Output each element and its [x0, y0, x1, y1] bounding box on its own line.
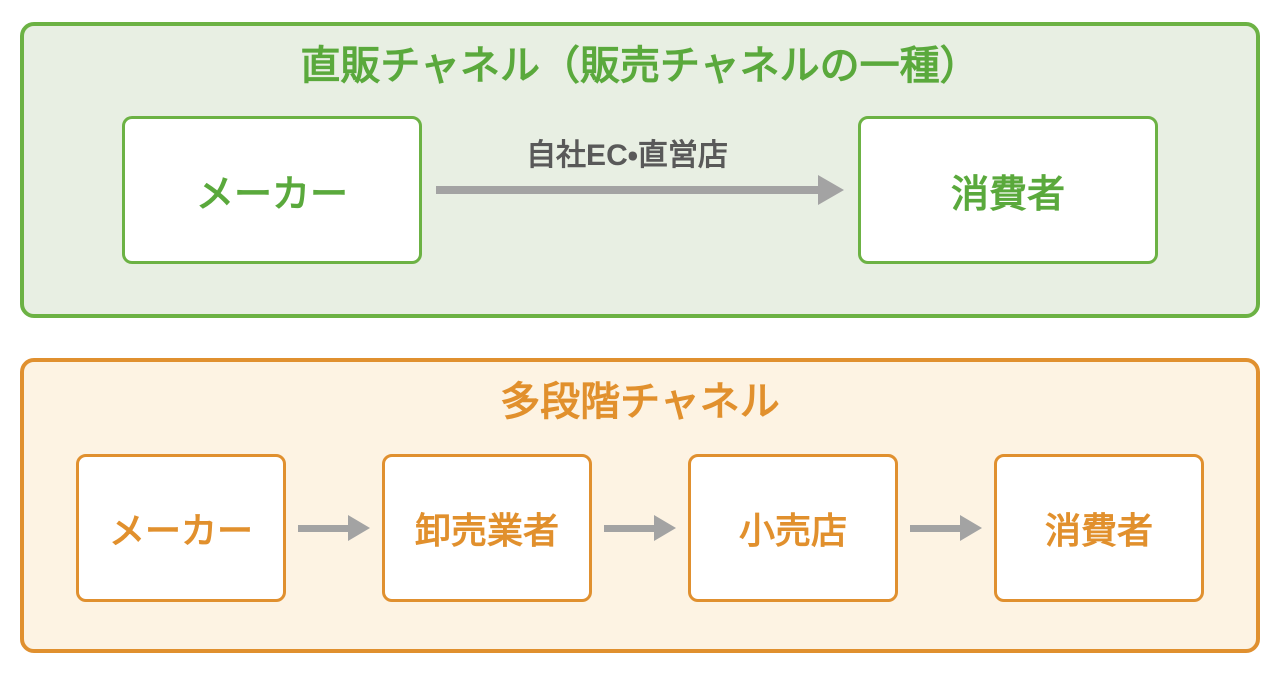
arrow-manufacturer-to-consumer: 自社EC・直営店 [436, 116, 844, 264]
node-manufacturer: メーカー [122, 116, 422, 264]
arrow-head-icon [654, 515, 676, 541]
arrow-shaft [298, 524, 348, 532]
node-wholesaler: 卸売業者 [382, 454, 592, 602]
multi-stage-channel-title: 多段階チャネル [500, 380, 780, 424]
arrow-retailer-to-consumer [910, 454, 982, 602]
direct-sales-flow: メーカー 自社EC・直営店 消費者 [24, 116, 1256, 264]
node-retailer: 小売店 [688, 454, 898, 602]
arrow-label-own-ec-direct-store: 自社EC・直営店 [526, 139, 728, 172]
direct-sales-channel-title: 直販チャネル（販売チャネルの一種） [300, 44, 980, 88]
arrow-wholesaler-to-retailer [604, 454, 676, 602]
arrow-head-icon [818, 175, 844, 205]
arrow-shaft [910, 524, 960, 532]
arrow-manufacturer-to-wholesaler [298, 454, 370, 602]
arrow-head-icon [960, 515, 982, 541]
multi-stage-channel-panel: 多段階チャネル メーカー 卸売業者 小売店 消費者 [20, 358, 1260, 653]
node-manufacturer: メーカー [76, 454, 286, 602]
multi-stage-flow: メーカー 卸売業者 小売店 消費者 [24, 454, 1256, 602]
arrow-head-icon [348, 515, 370, 541]
arrow-shaft [436, 186, 818, 194]
node-consumer: 消費者 [994, 454, 1204, 602]
node-consumer: 消費者 [858, 116, 1158, 264]
arrow-shaft [604, 524, 654, 532]
direct-sales-channel-panel: 直販チャネル（販売チャネルの一種） メーカー 自社EC・直営店 消費者 [20, 22, 1260, 318]
